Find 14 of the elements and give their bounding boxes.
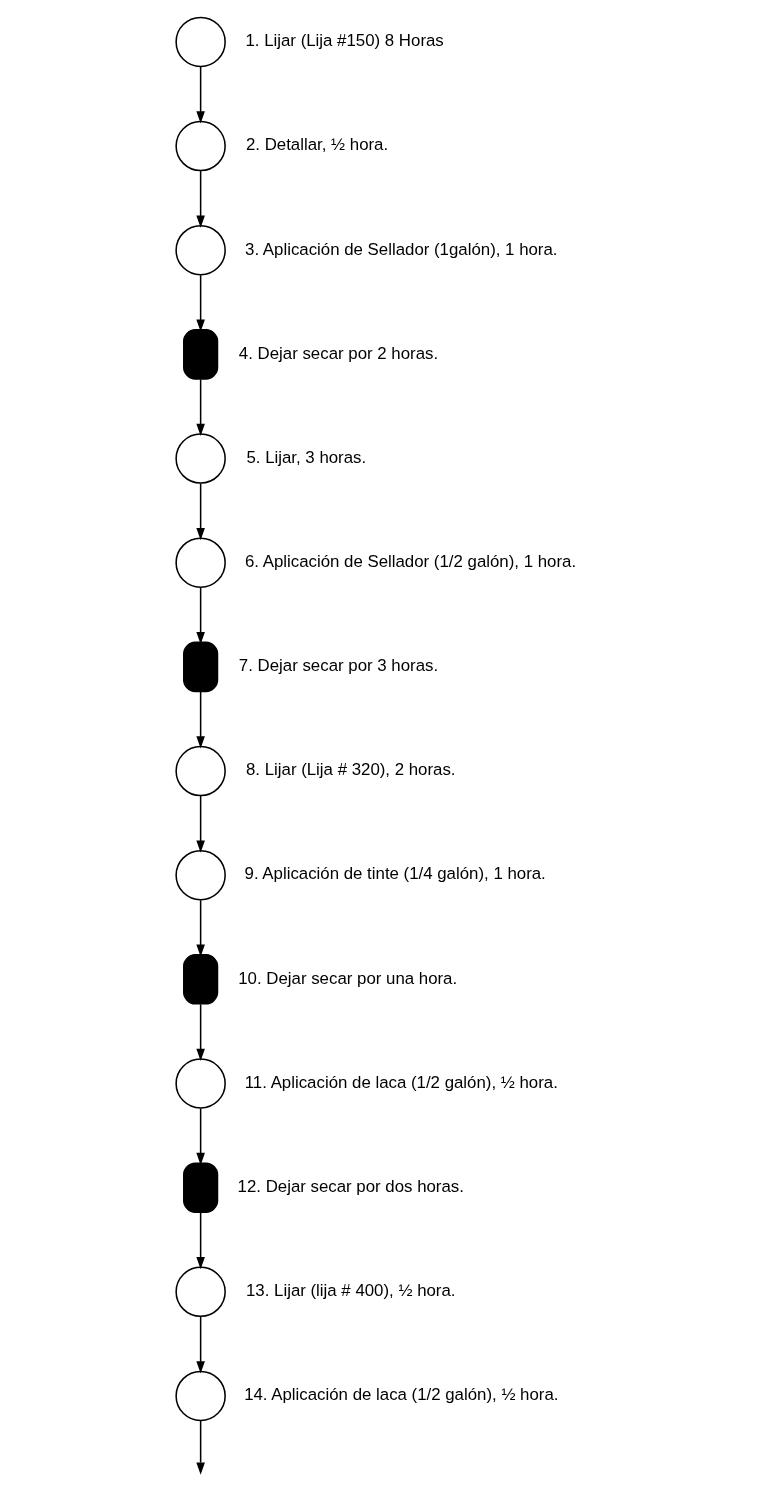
- node-label: 11. Aplicación de laca (1/2 galón), ½ hora.: [244, 1072, 558, 1092]
- node-label: 2. Detallar, ½ hora.: [245, 135, 389, 155]
- node-label: 5. Lijar, 3 horas.: [246, 447, 367, 467]
- node-label: 1. Lijar (Lija #150) 8 Horas: [245, 31, 444, 51]
- node-label: 12. Dejar secar por dos horas.: [237, 1176, 464, 1196]
- node-label: 6. Aplicación de Sellador (1/2 galón), 1 hora.: [244, 551, 577, 571]
- node-label: 7. Dejar secar por 3 horas.: [238, 656, 439, 676]
- node-label: 13. Lijar (lija # 400), ½ hora.: [245, 1281, 456, 1301]
- node-label: 3. Aplicación de Sellador (1galón), 1 hora.: [245, 239, 558, 259]
- node-label: 9. Aplicación de tinte (1/4 galón), 1 hora.: [244, 864, 546, 884]
- node-label: 10. Dejar secar por una hora.: [238, 968, 458, 988]
- node-label: 8. Lijar (Lija # 320), 2 horas.: [245, 760, 456, 780]
- node-label: 14. Aplicación de laca (1/2 galón), ½ hora.: [244, 1385, 559, 1405]
- node-label: 4. Dejar secar por 2 horas.: [238, 343, 439, 363]
